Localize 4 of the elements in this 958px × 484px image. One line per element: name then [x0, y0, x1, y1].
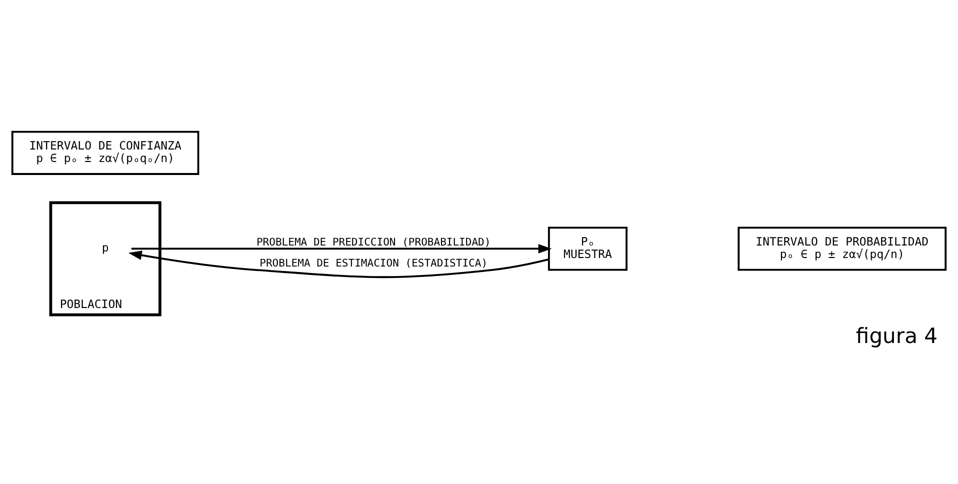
- edge-label: PROBLEMA DE ESTIMACION (ESTADISTICA): [260, 257, 488, 270]
- node-text: p: [102, 240, 109, 254]
- edge-label: PROBLEMA DE PREDICCION (PROBABILIDAD): [256, 236, 491, 248]
- caption: figura 4: [856, 322, 938, 348]
